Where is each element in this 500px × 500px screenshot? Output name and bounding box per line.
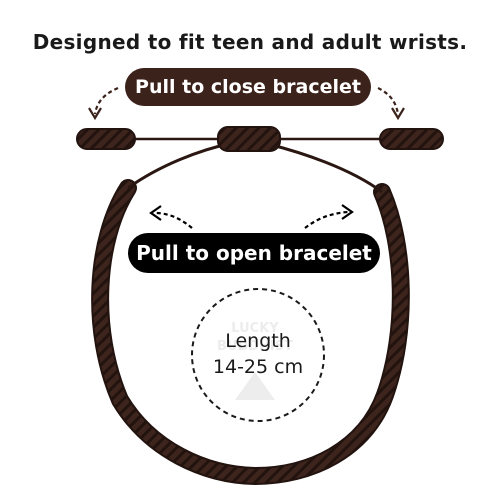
right-drawstring — [267, 142, 383, 194]
pull-to-open-label: Pull to open bracelet — [128, 233, 380, 273]
length-value: 14-25 cm — [212, 356, 304, 378]
length-title: Length — [225, 330, 291, 352]
open-arrow-right-icon — [304, 210, 349, 229]
left-end-knot — [76, 128, 136, 150]
svg-text:BUDDHIST: BUDDHIST — [217, 339, 293, 354]
open-arrow-left-icon — [154, 211, 193, 229]
watermark-logo: LUCKY BUDDHIST — [217, 321, 293, 400]
length-dashed-circle — [191, 288, 325, 422]
close-arrow-left-icon — [93, 86, 119, 115]
length-label: Length 14-25 cm — [190, 328, 326, 380]
right-end-knot — [379, 128, 444, 150]
sliding-knot — [217, 126, 281, 152]
pull-to-close-label: Pull to close bracelet — [125, 68, 371, 106]
left-drawstring — [127, 141, 233, 190]
svg-text:LUCKY: LUCKY — [231, 321, 279, 336]
close-arrow-right-icon — [377, 87, 400, 115]
headline: Designed to fit teen and adult wrists. — [32, 30, 468, 54]
bracelet-cord-braid — [93, 181, 408, 484]
